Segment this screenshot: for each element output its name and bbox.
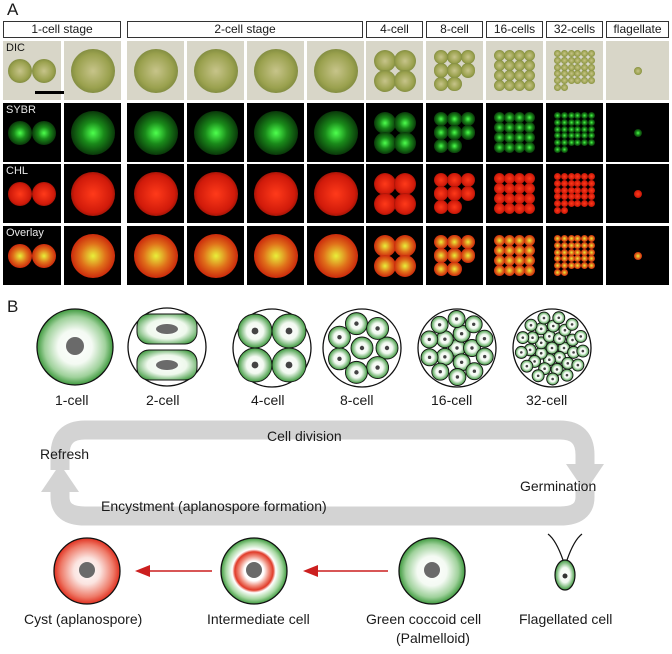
label-1-cell: 1-cell xyxy=(55,392,89,408)
cell-green-coccoid xyxy=(398,537,466,605)
micrograph-overlay xyxy=(307,226,364,285)
micrograph-chl xyxy=(486,164,543,223)
cell-cyst xyxy=(53,537,121,605)
row-label-overlay: Overlay xyxy=(6,227,44,239)
stage-header-flagellate: flagellate xyxy=(606,21,669,38)
micrograph-sybr xyxy=(486,103,543,162)
micrograph-sybr xyxy=(64,103,121,162)
micrograph-overlay xyxy=(426,226,483,285)
scale-bar xyxy=(35,91,69,94)
micrograph-dic xyxy=(127,41,184,100)
micrograph-dic xyxy=(606,41,669,100)
stage-header-1-cell: 1-cell stage xyxy=(3,21,121,38)
micrograph-chl xyxy=(127,164,184,223)
micrograph-dic xyxy=(247,41,304,100)
micrograph-overlay xyxy=(606,226,669,285)
stage-header-16-cells: 16-cells xyxy=(486,21,543,38)
label-32-cell: 32-cell xyxy=(526,392,568,408)
arrow-green-to-intermediate xyxy=(303,565,388,577)
micrograph-sybr xyxy=(426,103,483,162)
stage-header-4-cell: 4-cell xyxy=(366,21,423,38)
cycle-label-cell-division: Cell division xyxy=(267,428,342,444)
panel-a-letter: A xyxy=(7,0,19,19)
micrograph-sybr xyxy=(307,103,364,162)
micrograph-overlay: Overlay xyxy=(3,226,61,285)
stage-header-8-cell: 8-cell xyxy=(426,21,483,38)
micrograph-dic xyxy=(64,41,121,100)
stage-header-32-cells: 32-cells xyxy=(546,21,603,38)
cell-intermediate xyxy=(220,537,288,605)
panel-b-letter: B xyxy=(7,297,19,316)
label-8-cell: 8-cell xyxy=(340,392,374,408)
micrograph-chl xyxy=(307,164,364,223)
cell-16-cell xyxy=(417,308,497,388)
stage-header-2-cell: 2-cell stage xyxy=(127,21,363,38)
cycle-band xyxy=(41,420,604,526)
nucleus-icon xyxy=(66,337,84,355)
micrograph-chl xyxy=(187,164,244,223)
micrograph-sybr xyxy=(127,103,184,162)
row-label-chl: CHL xyxy=(6,165,29,177)
cell-1-cell xyxy=(36,308,114,386)
cell-flagellated xyxy=(547,533,583,591)
micrograph-chl xyxy=(546,164,603,223)
label-palmelloid: (Palmelloid) xyxy=(396,630,470,646)
micrograph-dic xyxy=(546,41,603,100)
micrograph-overlay xyxy=(546,226,603,285)
micrograph-sybr: SYBR xyxy=(3,103,61,162)
cell-2-cell xyxy=(127,307,207,387)
micrograph-sybr xyxy=(606,103,669,162)
row-label-dic: DIC xyxy=(6,42,25,54)
life-cycle-diagram xyxy=(36,307,604,605)
row-label-sybr: SYBR xyxy=(6,104,36,116)
micrograph-dic xyxy=(426,41,483,100)
cycle-label-encystment: Encystment (aplanospore formation) xyxy=(101,498,327,514)
micrograph-sybr xyxy=(247,103,304,162)
label-flagellated: Flagellated cell xyxy=(519,611,613,627)
micrograph-chl xyxy=(247,164,304,223)
micrograph-sybr xyxy=(187,103,244,162)
germination-arrow-icon xyxy=(566,464,604,492)
micrograph-chl xyxy=(426,164,483,223)
micrograph-chl xyxy=(64,164,121,223)
micrograph-chl xyxy=(606,164,669,223)
micrograph-dic xyxy=(307,41,364,100)
cycle-label-refresh: Refresh xyxy=(40,446,90,462)
micrograph-overlay xyxy=(366,226,423,285)
micrograph-overlay xyxy=(247,226,304,285)
label-4-cell: 4-cell xyxy=(251,392,285,408)
micrograph-overlay xyxy=(486,226,543,285)
label-intermediate: Intermediate cell xyxy=(207,611,310,627)
label-2-cell: 2-cell xyxy=(146,392,180,408)
micrograph-sybr xyxy=(366,103,423,162)
micrograph-dic: DIC xyxy=(3,41,69,100)
micrograph-sybr xyxy=(546,103,603,162)
label-16-cell: 16-cell xyxy=(431,392,473,408)
cell-8-cell xyxy=(322,308,402,388)
micrograph-dic xyxy=(366,41,423,100)
cell-4-cell xyxy=(232,308,312,388)
arrow-intermediate-to-cyst xyxy=(135,565,212,577)
micrograph-chl xyxy=(366,164,423,223)
label-green-coccoid: Green coccoid cell xyxy=(366,611,482,627)
micrograph-dic xyxy=(486,41,543,100)
micrograph-overlay xyxy=(64,226,121,285)
micrograph-dic xyxy=(187,41,244,100)
micrograph-overlay xyxy=(187,226,244,285)
refresh-arrow-icon xyxy=(41,464,79,492)
micrograph-overlay xyxy=(127,226,184,285)
cycle-label-germination: Germination xyxy=(520,478,597,494)
micrograph-chl: CHL xyxy=(3,164,61,223)
cell-32-cell xyxy=(512,308,592,388)
label-cyst: Cyst (aplanospore) xyxy=(24,611,143,627)
